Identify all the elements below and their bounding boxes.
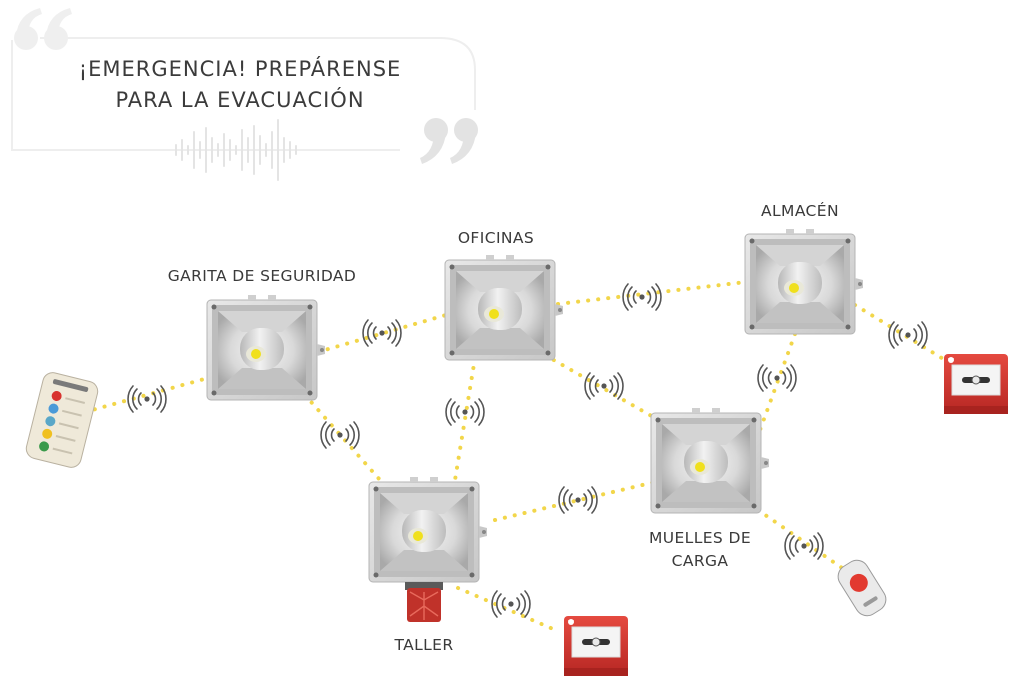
open-quote-icon	[14, 8, 72, 50]
link-garita-oficinas	[316, 313, 448, 354]
link-taller-muelles	[493, 480, 657, 522]
label-muelles: MUELLES DE CARGA	[630, 527, 770, 573]
link-remote-garita	[83, 376, 210, 414]
manual-call-point-icon	[943, 353, 1009, 415]
wireless-signal-icon	[888, 321, 928, 349]
wireless-signal-icon	[445, 398, 485, 426]
speaker-siren-icon	[368, 476, 488, 583]
message-line-1: ¡EMERGENCIA! PREPÁRENSE	[78, 57, 402, 81]
link-taller-callpoint	[456, 586, 562, 634]
remote-control-icon	[25, 372, 99, 468]
wireless-signal-icon	[757, 364, 797, 392]
speaker-siren-icon	[744, 228, 864, 335]
speaker-siren-icon	[444, 254, 564, 361]
wireless-signal-icon	[584, 372, 624, 400]
red-beacon-icon	[405, 582, 443, 622]
emergency-message: ¡EMERGENCIA! PREPÁRENSE PARA LA EVACUACI…	[40, 54, 440, 116]
link-almacen-muelles	[758, 332, 797, 432]
link-oficinas-muelles	[543, 353, 657, 420]
label-garita: GARITA DE SEGURIDAD	[167, 267, 357, 285]
wireless-signal-icon	[320, 421, 360, 449]
wireless-signal-icon	[362, 319, 402, 347]
manual-call-point-icon	[563, 615, 629, 677]
wireless-links	[83, 280, 947, 634]
label-taller: TALLER	[394, 636, 454, 654]
wireless-signal-icon	[784, 532, 824, 560]
red-button-remote-icon	[837, 559, 887, 617]
wireless-signal-icon	[558, 486, 598, 514]
link-oficinas-taller	[453, 356, 477, 482]
label-muelles-line-2: CARGA	[671, 552, 729, 570]
speaker-siren-icon	[650, 407, 770, 514]
link-garita-taller	[303, 393, 382, 482]
label-oficinas: OFICINAS	[457, 229, 535, 247]
message-line-2: PARA LA EVACUACIÓN	[115, 88, 365, 112]
sound-wave-icon	[175, 119, 297, 181]
message-bubble	[11, 8, 478, 181]
close-quote-icon	[420, 118, 478, 164]
link-oficinas-almacen	[556, 280, 748, 306]
label-almacen: ALMACÉN	[761, 202, 839, 220]
speaker-siren-icon	[206, 294, 326, 401]
wireless-signal-icon	[491, 590, 531, 618]
label-muelles-line-1: MUELLES DE	[648, 529, 752, 547]
link-muelles-remote	[756, 508, 847, 572]
